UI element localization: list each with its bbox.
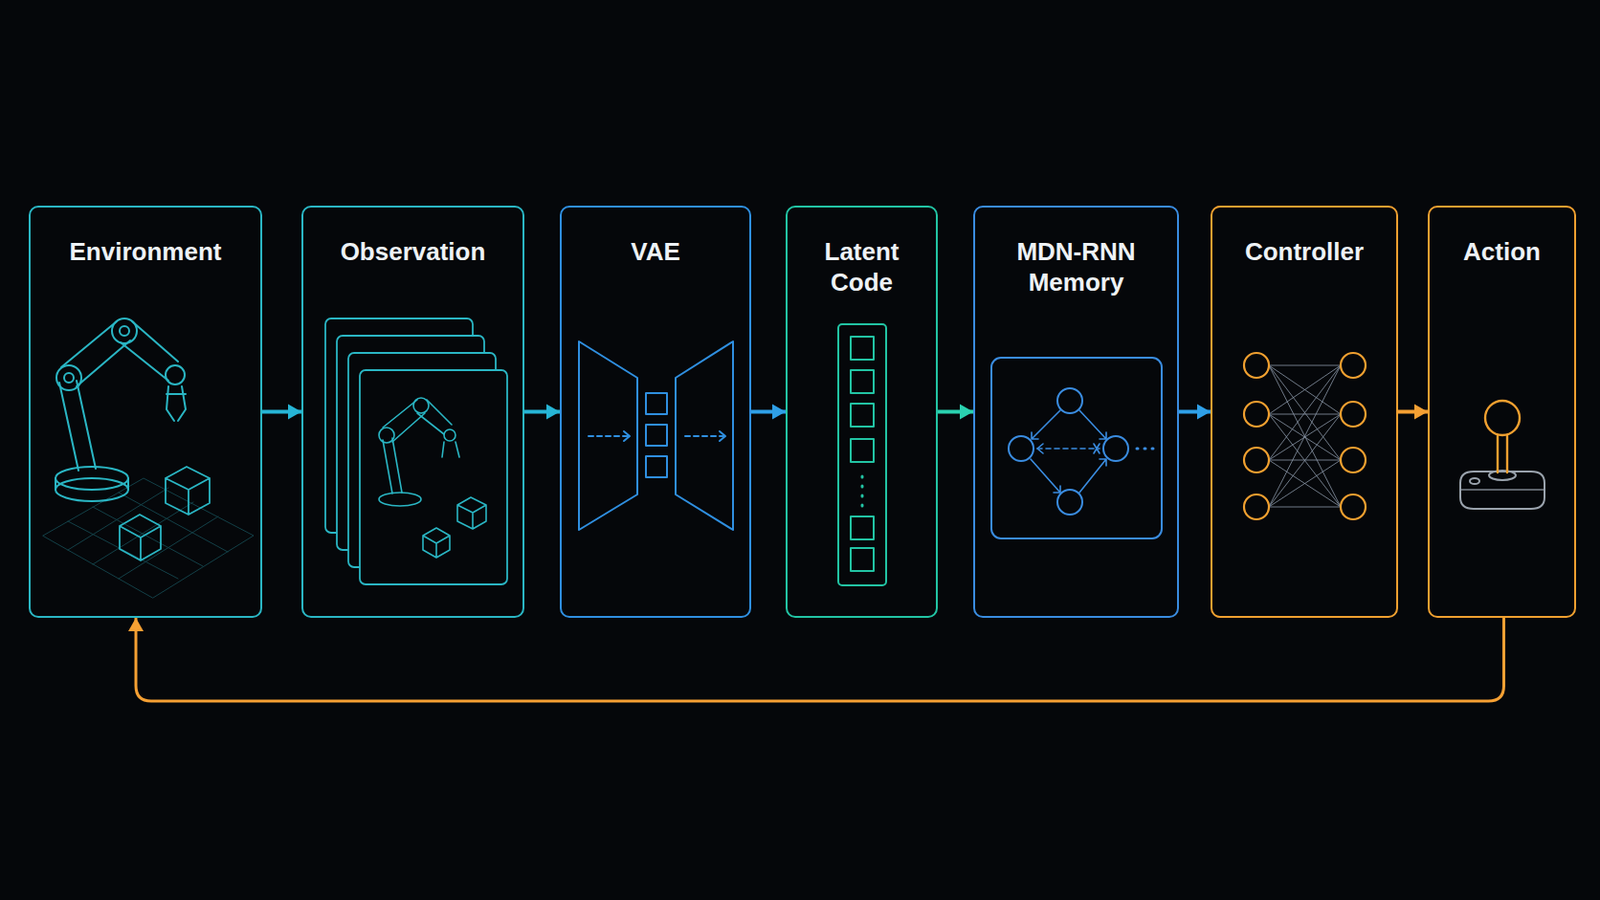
box-title: Environment [40, 236, 251, 267]
action-box: Action [1427, 205, 1577, 619]
environment-box: Environment [28, 205, 263, 619]
arrow-head [772, 404, 786, 421]
vae-box: VAE [559, 205, 752, 619]
observation-box: Observation [301, 205, 525, 619]
memory-box: MDN-RNN Memory [973, 205, 1179, 619]
controller-network [1244, 353, 1366, 520]
box-title: Latent Code [811, 236, 912, 298]
box-title: Observation [312, 236, 514, 267]
latent-vector [838, 324, 887, 586]
connector-line [135, 618, 1505, 702]
flow-arrow [262, 404, 302, 421]
flow-arrow [937, 404, 974, 421]
observation-frames [325, 318, 508, 585]
floor-grid [43, 478, 254, 599]
box-title: MDN-RNN Memory [1004, 236, 1149, 298]
flow-arrow [524, 404, 560, 421]
box-title: VAE [569, 236, 742, 267]
arrow-head [959, 404, 974, 421]
joystick-icon [1460, 400, 1545, 510]
frame-robot-arm [378, 398, 487, 558]
flow-arrow [751, 404, 786, 421]
latent-box: Latent Code [785, 205, 938, 619]
arrow-head [128, 618, 144, 632]
arrow-head [546, 404, 560, 421]
arrow-head [288, 404, 302, 421]
rnn-graph [991, 357, 1162, 539]
box-title: Action [1437, 236, 1567, 267]
controller-box: Controller [1210, 205, 1399, 619]
arrow-head [1197, 404, 1211, 421]
arrow-head [1414, 404, 1428, 421]
box-title: Controller [1220, 236, 1389, 267]
flow-arrow [128, 618, 1505, 702]
flow-arrow [1178, 404, 1211, 421]
robot-arm [55, 318, 186, 502]
cube-blocks [119, 466, 210, 561]
flow-arrow [1398, 404, 1428, 421]
vae-encoder-decoder [578, 341, 734, 531]
